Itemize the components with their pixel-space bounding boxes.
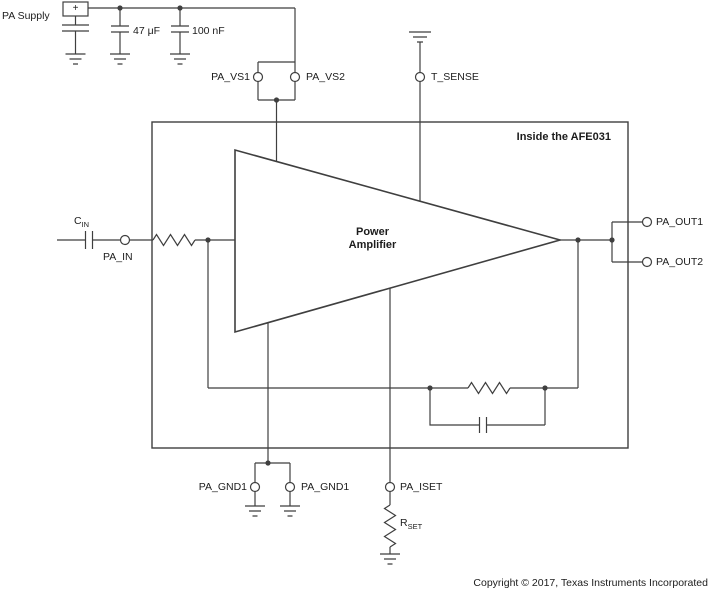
ground-symbol (170, 53, 190, 65)
feedback-capacitor-symbol (478, 417, 488, 433)
feedback-wire-left (207, 240, 468, 389)
junction-dot (273, 97, 280, 103)
feedback-resistor-zigzag (467, 381, 511, 395)
vs-wires (257, 81, 296, 162)
pin-label-pa-vs1: PA_VS1 (211, 71, 250, 83)
pa-out1-terminal (641, 216, 653, 228)
cin-capacitor-symbol (84, 231, 94, 249)
cin-symbol: C (74, 215, 82, 227)
box-title: Inside the AFE031 (516, 131, 611, 143)
cin-subscript: IN (81, 220, 90, 230)
junction-dots (117, 5, 615, 466)
iset-network (380, 288, 400, 565)
input-resistor-zigzag (152, 233, 196, 247)
input-network (57, 231, 235, 249)
pa-iset-terminal (384, 481, 396, 493)
amplifier-label-line1: Power (355, 226, 389, 238)
ground-symbol (380, 553, 400, 565)
rset-subscript: SET (407, 522, 423, 532)
supply-rail-wire (88, 7, 296, 73)
junction-dot (542, 385, 548, 391)
junction-dot (117, 5, 123, 11)
pin-label-pa-out1: PA_OUT1 (656, 216, 704, 228)
rset-symbol: R (400, 517, 408, 529)
decoupling-capacitor-47uf (110, 8, 130, 65)
pin-label-t-sense: T_SENSE (431, 71, 479, 83)
pa-supply-source-symbol (62, 1, 89, 65)
copyright-text: Copyright © 2017, Texas Instruments Inco… (473, 577, 708, 589)
t-sense-network (409, 31, 431, 201)
pa-out2-terminal (641, 256, 653, 268)
junction-dot (575, 237, 581, 243)
supply-wires (62, 16, 89, 54)
pa-gnd1-right-terminal (284, 481, 296, 493)
gnd-network (245, 323, 300, 517)
pa-vs1-terminal (252, 71, 264, 83)
pin-label-pa-in: PA_IN (103, 251, 133, 263)
junction-dot (265, 460, 271, 466)
amplifier-label-line2: Amplifier (348, 239, 397, 251)
ground-symbol (245, 505, 265, 517)
pin-label-pa-vs2: PA_VS2 (306, 71, 345, 83)
junction-dot (205, 237, 211, 243)
cap-47uf-value: 47 μF (133, 25, 161, 37)
pin-label-pa-gnd1-left: PA_GND1 (198, 481, 247, 493)
junction-dot (177, 5, 183, 11)
ground-symbol (409, 31, 431, 43)
feedback-capacitor-branch (429, 388, 546, 426)
ground-symbol (65, 53, 86, 65)
junction-dot (427, 385, 433, 391)
ground-symbol (280, 505, 300, 517)
pa-gnd1-left-terminal (249, 481, 261, 493)
pin-label-pa-iset: PA_ISET (400, 481, 443, 493)
ground-symbol (110, 53, 130, 65)
t-sense-terminal (414, 71, 426, 83)
pin-label-pa-gnd1-right: PA_GND1 (301, 481, 350, 493)
feedback-wire-right (510, 240, 579, 389)
pa-vs2-terminal (289, 71, 301, 83)
rset-label: RSET (400, 517, 423, 532)
decoupling-capacitor-100nf (170, 8, 190, 65)
supply-plus-sign: + (72, 3, 79, 14)
junction-dot (609, 237, 615, 243)
power-amplifier-triangle (234, 148, 563, 334)
pin-label-pa-out2: PA_OUT2 (656, 256, 704, 268)
capacitor-symbol (171, 8, 189, 54)
gnd-wires (254, 323, 291, 506)
cap-100nf-value: 100 nF (192, 25, 225, 37)
terminals (119, 71, 653, 493)
output-wires (560, 221, 643, 263)
pa-in-terminal (119, 234, 131, 246)
pa-supply-label: PA Supply (2, 10, 50, 22)
capacitor-symbol (111, 8, 129, 54)
rset-resistor-zigzag (383, 504, 397, 548)
cin-label: CIN (74, 215, 90, 230)
